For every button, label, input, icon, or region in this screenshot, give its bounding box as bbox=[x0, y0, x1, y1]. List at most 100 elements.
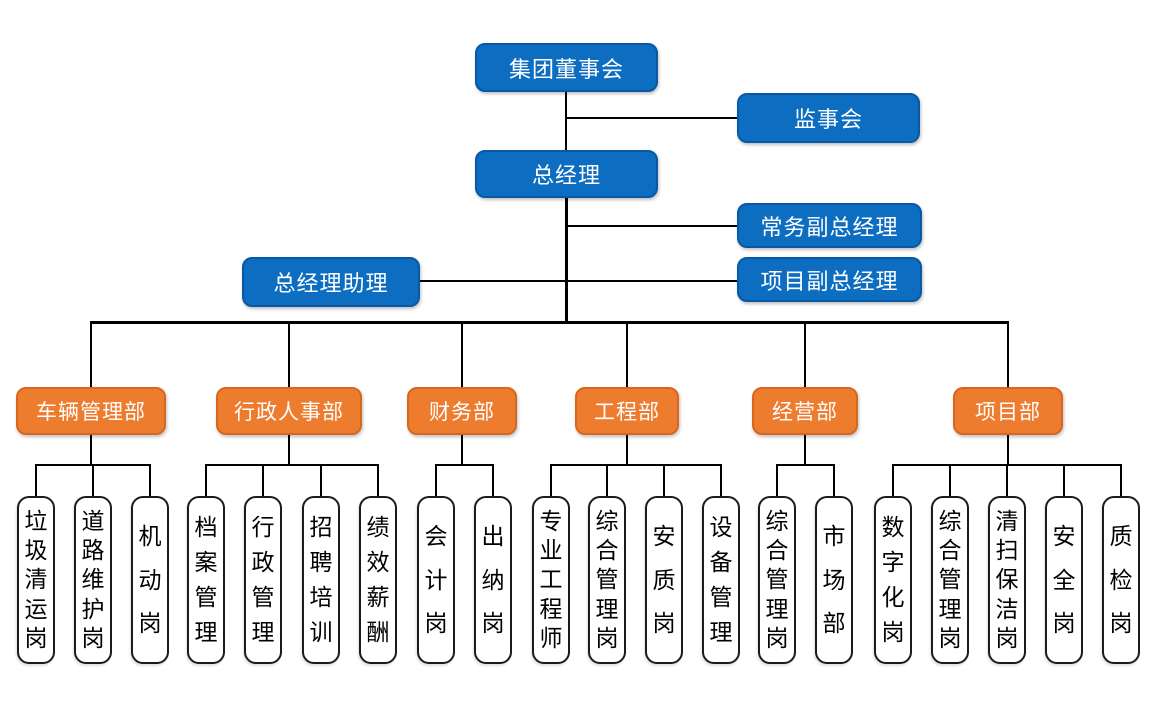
position-card-char: 行 bbox=[251, 514, 275, 540]
position-card-char: 洁 bbox=[995, 595, 1019, 622]
node-position-card: 数字化岗 bbox=[874, 496, 912, 664]
connector-department-rail bbox=[90, 321, 1009, 324]
connector-subrail-to-card bbox=[492, 464, 494, 496]
position-card-char: 工 bbox=[539, 566, 563, 593]
position-card-char: 化 bbox=[881, 584, 905, 610]
position-card-char: 招 bbox=[309, 514, 333, 540]
connector-department-to-subrail bbox=[626, 435, 628, 464]
connector-subrail-to-card bbox=[1063, 464, 1065, 496]
position-card-char: 圾 bbox=[24, 537, 48, 564]
connector-department-to-subrail bbox=[1007, 435, 1009, 464]
node-department: 财务部 bbox=[407, 387, 517, 435]
position-card-char: 运 bbox=[24, 595, 48, 622]
connector-rail-to-department bbox=[461, 322, 463, 387]
position-card-char: 合 bbox=[765, 537, 789, 564]
node-position-card: 市场部 bbox=[815, 496, 853, 664]
position-card-char: 案 bbox=[194, 549, 218, 575]
connector-department-to-subrail bbox=[288, 435, 290, 464]
position-card-char: 路 bbox=[81, 537, 105, 564]
position-card-char: 绩 bbox=[366, 514, 390, 540]
connector-subrail-to-card bbox=[92, 464, 94, 496]
connector-subrail-to-card bbox=[377, 464, 379, 496]
connector-rail-to-department bbox=[626, 322, 628, 387]
connector-department-to-subrail bbox=[461, 435, 463, 464]
connector-department-to-subrail bbox=[90, 435, 92, 464]
connector-subrail-to-card bbox=[149, 464, 151, 496]
position-card-char: 政 bbox=[251, 549, 275, 575]
position-card-char: 培 bbox=[309, 584, 333, 610]
position-card-char: 部 bbox=[822, 610, 846, 637]
position-card-char: 岗 bbox=[138, 610, 162, 637]
position-card-char: 管 bbox=[765, 566, 789, 593]
connector-rail-to-department bbox=[1007, 322, 1009, 387]
connector-subrail-to-card bbox=[35, 464, 37, 496]
position-card-char: 综 bbox=[595, 508, 619, 535]
node-position-card: 综合管理岗 bbox=[931, 496, 969, 664]
position-card-char: 安 bbox=[652, 522, 676, 549]
connector-board-to-gm bbox=[565, 92, 567, 150]
position-card-char: 设 bbox=[709, 514, 733, 540]
position-card-char: 护 bbox=[81, 595, 105, 622]
node-position-card: 安全岗 bbox=[1045, 496, 1083, 664]
connector-subrail bbox=[550, 464, 722, 466]
position-card-char: 岗 bbox=[881, 619, 905, 645]
position-card-char: 岗 bbox=[938, 624, 962, 651]
node-gm-assistant: 总经理助理 bbox=[242, 257, 420, 307]
position-card-char: 备 bbox=[709, 549, 733, 575]
position-card-char: 出 bbox=[481, 522, 505, 549]
position-card-char: 数 bbox=[881, 514, 905, 540]
position-card-char: 理 bbox=[194, 619, 218, 645]
position-card-char: 道 bbox=[81, 508, 105, 535]
connector-subrail-to-card bbox=[949, 464, 951, 496]
node-position-card: 设备管理 bbox=[702, 496, 740, 664]
position-card-char: 训 bbox=[309, 619, 333, 645]
position-card-char: 字 bbox=[881, 549, 905, 575]
node-department: 项目部 bbox=[953, 387, 1063, 435]
position-card-char: 清 bbox=[995, 508, 1019, 535]
position-card-char: 计 bbox=[424, 566, 448, 593]
position-card-char: 师 bbox=[539, 624, 563, 651]
connector-subrail-to-card bbox=[205, 464, 207, 496]
position-card-char: 岗 bbox=[424, 610, 448, 637]
position-card-char: 理 bbox=[765, 595, 789, 622]
position-card-char: 管 bbox=[709, 584, 733, 610]
connector-subrail-to-card bbox=[663, 464, 665, 496]
node-position-card: 出纳岗 bbox=[474, 496, 512, 664]
connector-department-to-subrail bbox=[804, 435, 806, 464]
node-supervisory-board: 监事会 bbox=[737, 93, 920, 143]
connector-subrail-to-card bbox=[550, 464, 552, 496]
connector-subrail bbox=[435, 464, 494, 466]
connector-subrail bbox=[776, 464, 835, 466]
position-card-char: 岗 bbox=[481, 610, 505, 637]
node-position-card: 会计岗 bbox=[417, 496, 455, 664]
connector-to-supervisory bbox=[566, 117, 737, 119]
position-card-char: 理 bbox=[938, 595, 962, 622]
connector-assistant-to-deputy bbox=[420, 280, 737, 282]
connector-subrail-to-card bbox=[776, 464, 778, 496]
connector-to-exec-deputy bbox=[566, 225, 737, 227]
connector-gm-to-rail bbox=[565, 198, 568, 323]
node-group-board: 集团董事会 bbox=[475, 43, 658, 92]
connector-rail-to-department bbox=[90, 322, 92, 387]
connector-subrail-to-card bbox=[833, 464, 835, 496]
position-card-char: 酬 bbox=[366, 619, 390, 645]
position-card-char: 理 bbox=[709, 619, 733, 645]
node-position-card: 机动岗 bbox=[131, 496, 169, 664]
node-position-card: 质检岗 bbox=[1102, 496, 1140, 664]
connector-subrail bbox=[205, 464, 379, 466]
node-executive-deputy-gm: 常务副总经理 bbox=[737, 203, 922, 248]
position-card-char: 会 bbox=[424, 522, 448, 549]
node-project-deputy-gm: 项目副总经理 bbox=[737, 257, 922, 302]
position-card-char: 岗 bbox=[652, 610, 676, 637]
position-card-char: 理 bbox=[595, 595, 619, 622]
node-department: 行政人事部 bbox=[216, 387, 362, 435]
connector-subrail-to-card bbox=[320, 464, 322, 496]
node-position-card: 综合管理岗 bbox=[758, 496, 796, 664]
position-card-char: 岗 bbox=[595, 624, 619, 651]
connector-subrail-to-card bbox=[720, 464, 722, 496]
node-position-card: 安质岗 bbox=[645, 496, 683, 664]
node-position-card: 道路维护岗 bbox=[74, 496, 112, 664]
node-position-card: 垃圾清运岗 bbox=[17, 496, 55, 664]
position-card-char: 综 bbox=[765, 508, 789, 535]
